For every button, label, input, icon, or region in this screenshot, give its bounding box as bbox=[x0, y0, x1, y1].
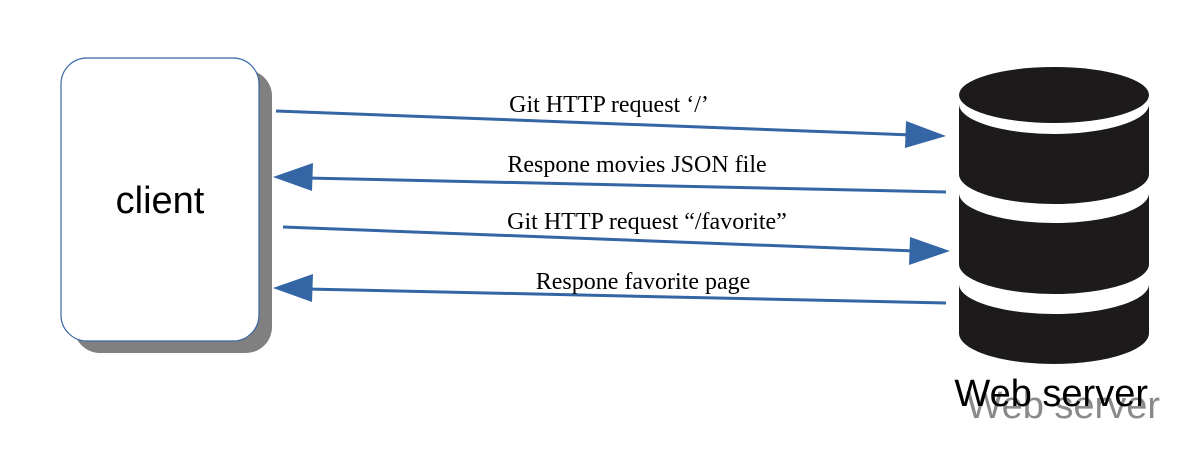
message-arrow-3: Git HTTP request “/favorite” bbox=[282, 209, 950, 265]
message-label-4: Respone favorite page bbox=[536, 269, 751, 295]
client-label: client bbox=[116, 180, 205, 222]
message-arrow-1: Git HTTP request ‘/’ bbox=[275, 92, 946, 148]
arrow-line-4 bbox=[305, 287, 947, 305]
database-segment-top bbox=[959, 104, 1149, 204]
client-box bbox=[60, 57, 260, 342]
message-label-2: Respone movies JSON file bbox=[507, 152, 766, 178]
message-label-1: Git HTTP request ‘/’ bbox=[509, 92, 709, 118]
arrow-head-1 bbox=[905, 121, 946, 148]
database-icon bbox=[959, 67, 1149, 364]
message-label-3: Git HTTP request “/favorite” bbox=[507, 209, 787, 235]
arrow-head-4 bbox=[273, 274, 313, 302]
database-segment-middle bbox=[959, 193, 1149, 294]
arrow-head-2 bbox=[273, 163, 313, 191]
server-label: Web server bbox=[954, 373, 1148, 415]
arrow-head-3 bbox=[909, 237, 950, 265]
message-arrow-4: Respone favorite page bbox=[273, 269, 947, 305]
arrow-line-3 bbox=[282, 225, 917, 253]
message-arrow-2: Respone movies JSON file bbox=[273, 152, 947, 194]
arrow-line-1 bbox=[275, 109, 913, 137]
arrow-line-2 bbox=[305, 176, 947, 194]
server-label-shadow: Web server bbox=[966, 385, 1160, 427]
database-segment-bottom bbox=[959, 284, 1149, 364]
database-lid bbox=[959, 67, 1149, 123]
client-node: client bbox=[60, 57, 272, 353]
